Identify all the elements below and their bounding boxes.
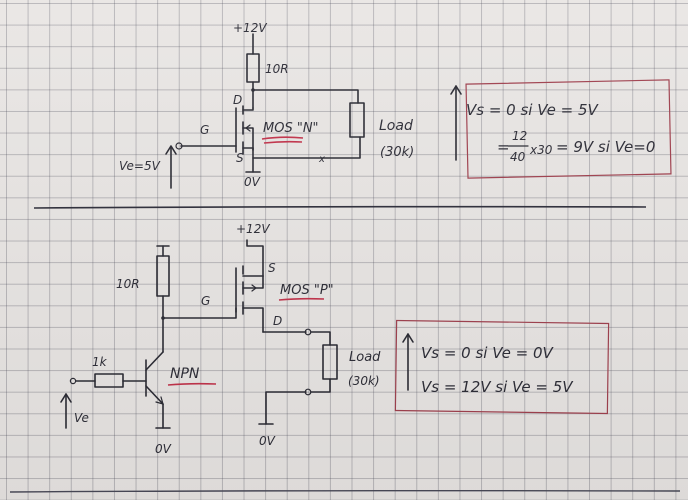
bottom-wire-supply [246,239,264,277]
top-note-box [465,79,672,179]
bottom-resistor-collector-label: 10R [116,277,140,291]
bottom-note-box [394,319,610,415]
top-input-label: Ve=5V [119,159,161,173]
top-load-value: (30k) [380,145,414,160]
bottom-ground-right-label: 0V [259,434,276,448]
section-divider [33,205,647,209]
top-note-frac-num: 12 [512,129,527,143]
bottom-npn-emitter [145,385,164,429]
bottom-input-arrowhead [60,393,72,403]
bottom-wire-gate [162,307,237,319]
bottom-mos-label: MOS "P" [280,283,334,298]
bottom-npn-arrow [155,396,164,405]
top-mos-underline [261,136,304,144]
top-source-label: S [236,151,244,165]
bottom-resistor-base-label: 1k [92,355,108,369]
bottom-supply-label: +12V [236,222,270,236]
bottom-input-terminal [69,377,77,385]
top-note-times: x30 [529,143,553,157]
top-ground-label: 0V [244,175,261,189]
top-input-arrowhead [165,145,177,155]
bottom-wire-load-bottom [310,378,331,393]
top-load-resistor [349,102,365,138]
top-load-label: Load [379,118,413,134]
bottom-mos-body-lead [242,275,264,289]
bottom-wire-load-top [310,331,331,346]
top-mos-arrow [245,124,251,132]
bottom-mos-drain-lead [242,307,264,333]
top-wire-load-top [252,89,359,104]
bottom-junction-collector [161,316,165,320]
top-note: Vs = 0 si Ve = 5V = 12 40 x30 = 9V si Ve… [450,79,672,179]
bottom-note-line2: Vs = 12V si Ve = 5V [421,378,574,396]
bottom-note: Vs = 0 si Ve = 0V Vs = 12V si Ve = 5V [394,319,610,415]
bottom-circuit: +12V S D G MOS "P" Load (30k) 0V 10R [60,222,381,456]
bottom-npn-label: NPN [170,366,200,382]
top-junction-drain [251,88,255,92]
bottom-note-arrowhead [402,333,414,343]
top-supply-label: +12V [233,21,267,35]
bottom-resistor-collector [156,255,170,297]
top-drain-label: D [233,93,242,107]
bottom-resistor-base [94,373,124,388]
top-gate-label: G [200,123,209,137]
bottom-ground-left-label: 0V [155,442,172,456]
top-mos-body-lead [242,127,254,151]
top-mos-drain-lead [242,107,254,111]
bottom-mos-underline [278,297,325,301]
bottom-load-label: Load [349,350,381,365]
top-cross-mark: x [318,154,325,165]
bottom-wire-ground-right [265,391,307,425]
bottom-source-label: S [268,261,276,275]
bottom-drain-label: D [273,314,282,328]
top-note-arrowhead [450,85,462,95]
top-note-frac-den: 40 [510,150,526,164]
bottom-note-line1: Vs = 0 si Ve = 0V [421,344,555,362]
bottom-gate-label: G [201,294,210,308]
top-note-line1: Vs = 0 si Ve = 5V [466,101,600,119]
bottom-npn-collector [145,351,164,371]
top-input-terminal [175,142,183,150]
top-note-line2: = 9V si Ve=0 [556,138,655,156]
bottom-load-value: (30k) [348,374,380,388]
top-resistor-label: 10R [265,62,289,76]
top-mos-label: MOS "N" [263,121,319,136]
bottom-input-label: Ve [74,411,89,425]
page-bottom-line [9,489,681,493]
top-circuit: +12V 10R D G S x 0V Load (30 [119,21,414,189]
top-resistor-10r [246,53,260,83]
top-wire-load-bottom [252,136,361,159]
bottom-npn-underline [167,382,217,386]
bottom-mos-arrow [251,284,257,292]
bottom-load-resistor [322,344,338,380]
top-note-eq: = [497,138,510,156]
